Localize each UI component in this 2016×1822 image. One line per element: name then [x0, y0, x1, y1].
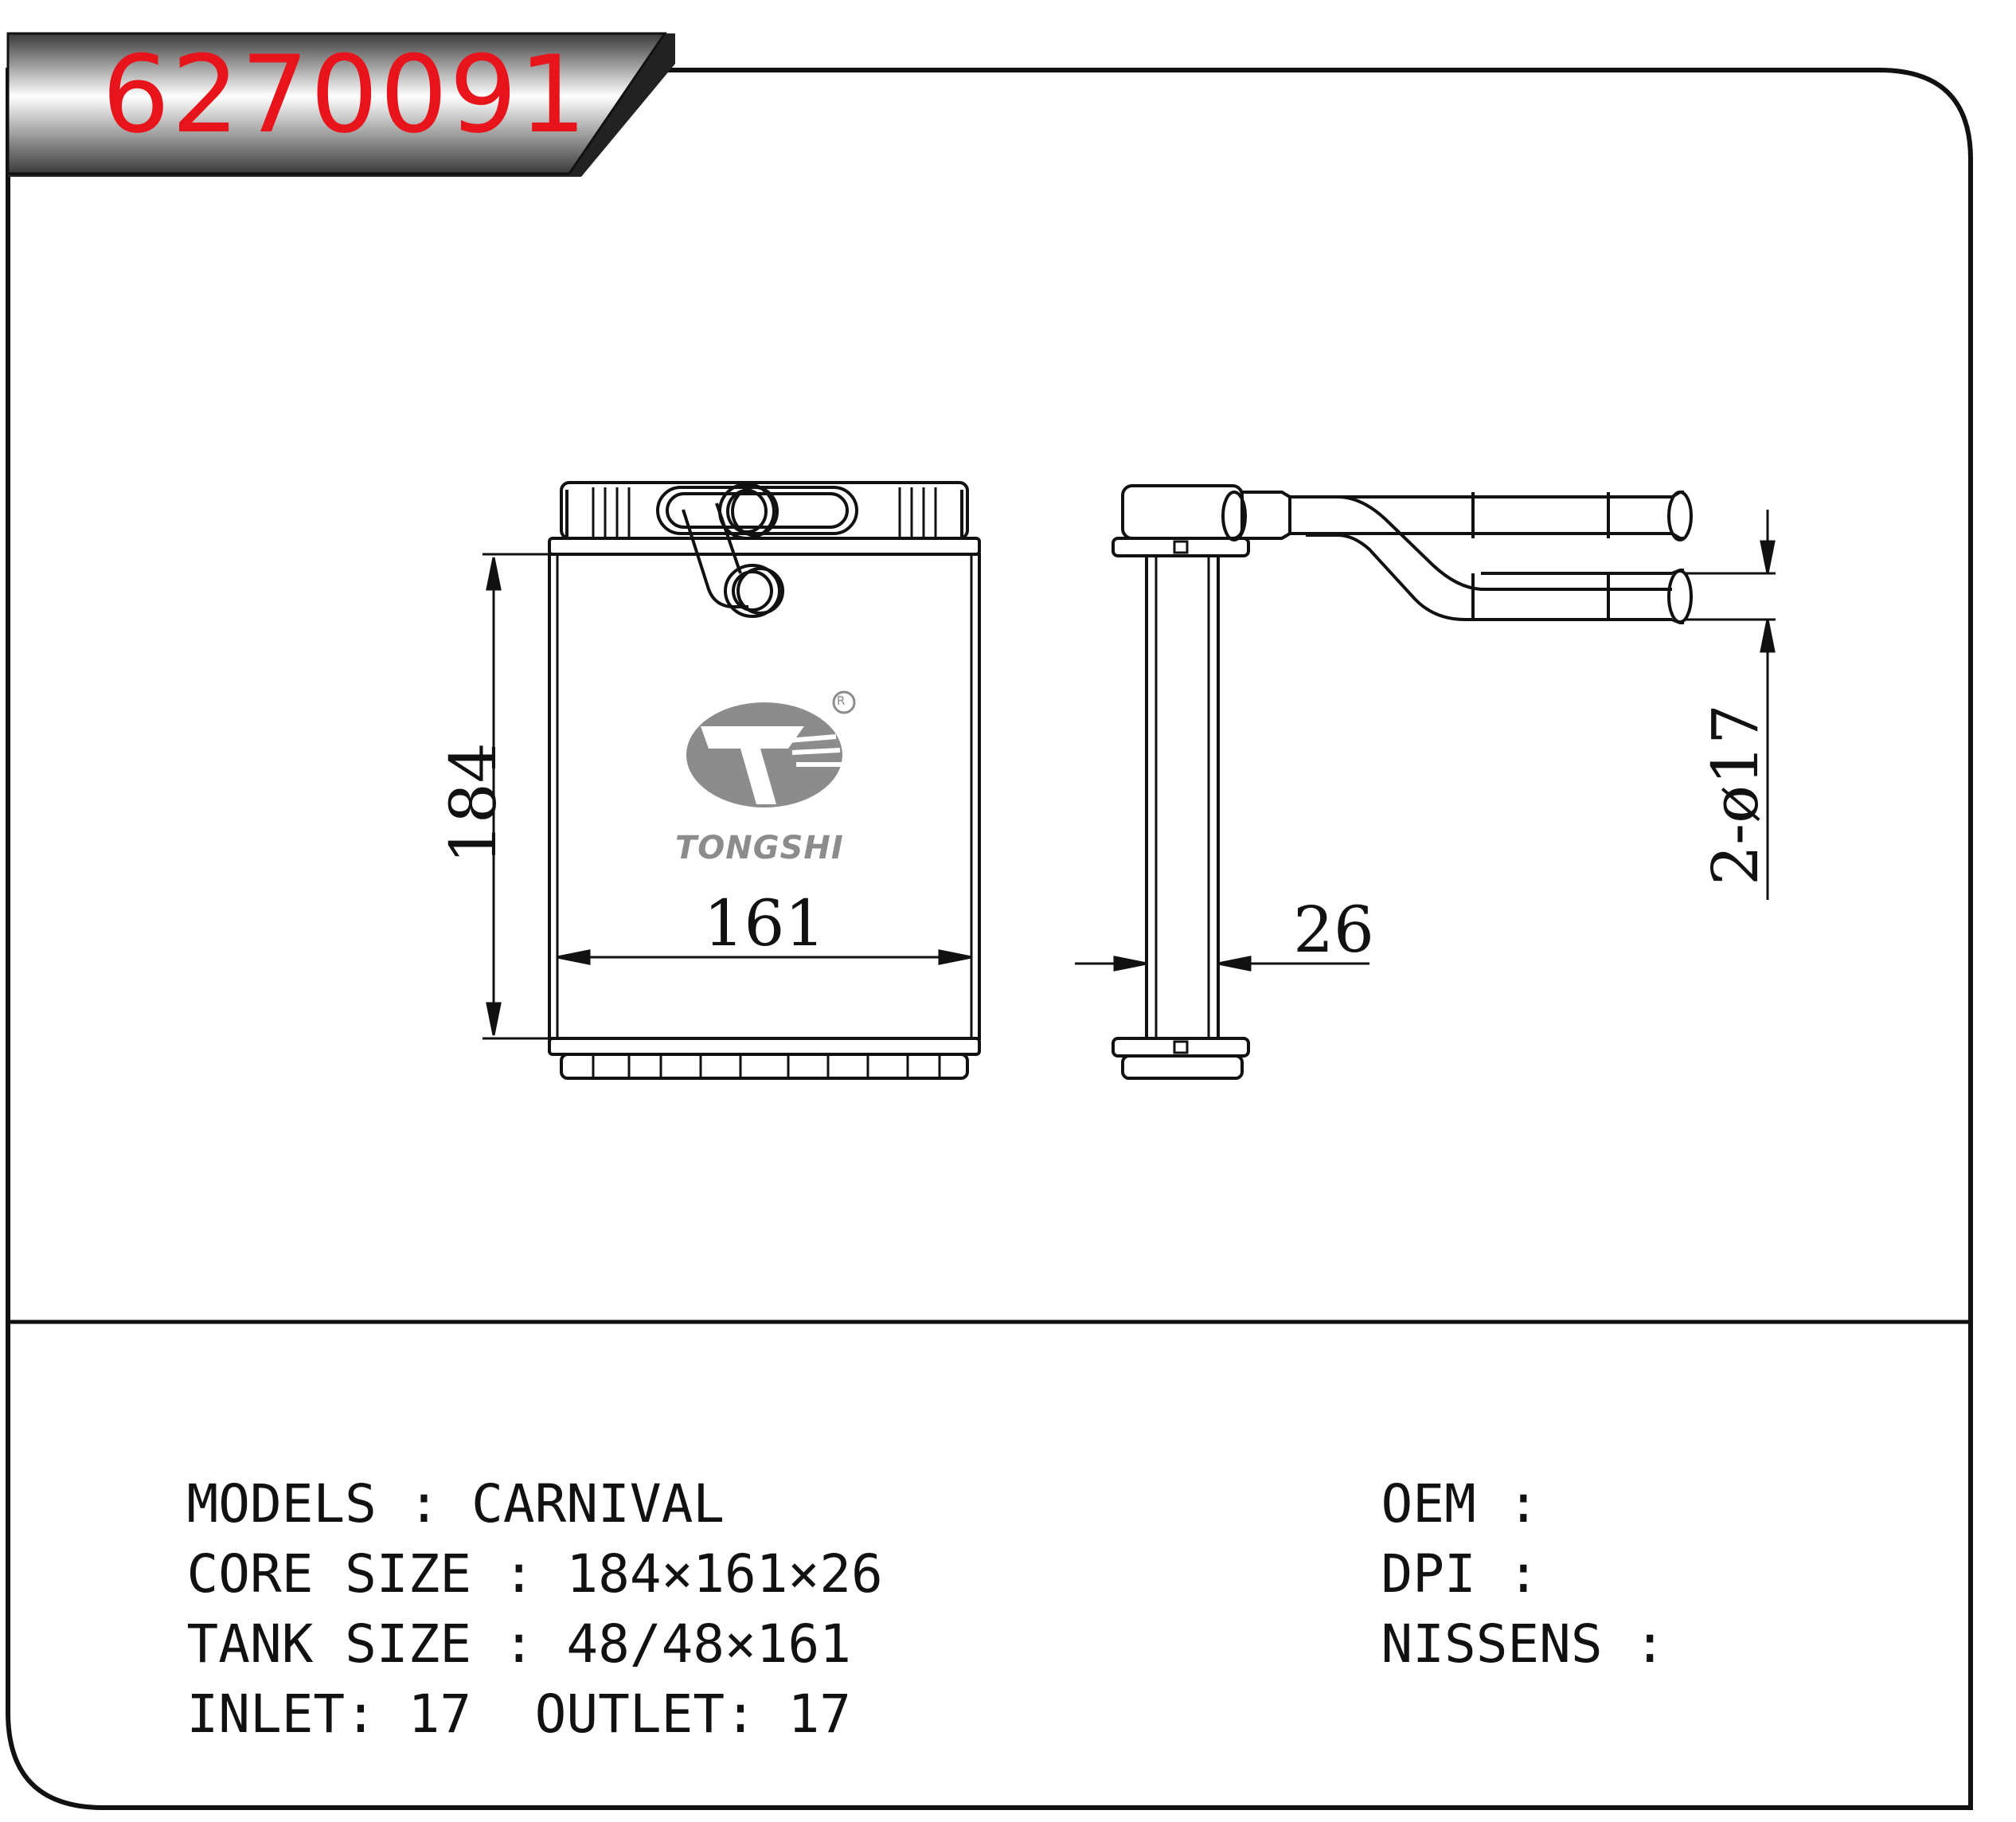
inlet-label: INLET	[186, 1683, 346, 1745]
inlet-sep: :	[345, 1683, 377, 1745]
pipe-dimension	[1684, 510, 1776, 900]
spec-core-size: CORE SIZE : 184×161×26	[123, 1496, 882, 1601]
spec-dpi: DPI :	[1318, 1496, 1571, 1601]
nissens-label: NISSENS	[1381, 1613, 1603, 1675]
depth-label: 26	[1293, 893, 1374, 967]
tank-size-label: TANK SIZE	[186, 1613, 472, 1675]
tongshi-logo-mark	[686, 690, 856, 807]
registered-mark: R	[837, 694, 846, 708]
bottom-header-plate	[548, 1037, 981, 1056]
outer-border	[6, 68, 1973, 1810]
height-label: 184	[436, 742, 510, 864]
tank-size-value: 48/48×161	[566, 1613, 851, 1675]
nissens-sep: :	[1634, 1613, 1666, 1675]
inlet-value: 17	[408, 1683, 472, 1745]
oem-sep: :	[1507, 1473, 1540, 1535]
tank-size-sep: :	[502, 1613, 535, 1675]
spec-oem: OEM :	[1318, 1425, 1571, 1531]
outlet-label: OUTLET	[534, 1683, 725, 1745]
core-size-label: CORE SIZE	[186, 1543, 472, 1605]
models-sep: :	[408, 1473, 440, 1535]
brand-logo-text: TONGSHI	[675, 830, 844, 866]
width-label: 161	[703, 886, 826, 960]
height-dimension	[483, 553, 549, 1040]
models-label: MODELS	[186, 1473, 377, 1535]
models-value: CARNIVAL	[471, 1473, 725, 1535]
dpi-sep: :	[1507, 1543, 1540, 1605]
part-number-title: 6270091	[102, 33, 588, 157]
core-size-value: 184×161×26	[566, 1543, 883, 1605]
spec-models: MODELS : CARNIVAL	[123, 1425, 725, 1531]
title-banner	[6, 32, 667, 175]
outlet-value: 17	[787, 1683, 852, 1745]
outlet-sep: :	[725, 1683, 756, 1745]
pipe-label: 2-ø17	[1698, 704, 1772, 886]
depth-dimension	[1075, 956, 1369, 972]
oem-label: OEM	[1381, 1473, 1476, 1535]
dpi-label: DPI	[1381, 1543, 1476, 1605]
bottom-tank	[560, 1053, 969, 1080]
side-view	[1112, 484, 1693, 1080]
spec-inlet-outlet: INLET: 17 OUTLET: 17	[123, 1636, 851, 1741]
width-dimension	[557, 949, 972, 965]
top-header-plate	[548, 537, 981, 556]
spec-nissens: NISSENS :	[1318, 1566, 1698, 1671]
core-size-sep: :	[502, 1543, 535, 1605]
front-view	[548, 481, 981, 1080]
spec-tank-size: TANK SIZE : 48/48×161	[123, 1566, 851, 1671]
